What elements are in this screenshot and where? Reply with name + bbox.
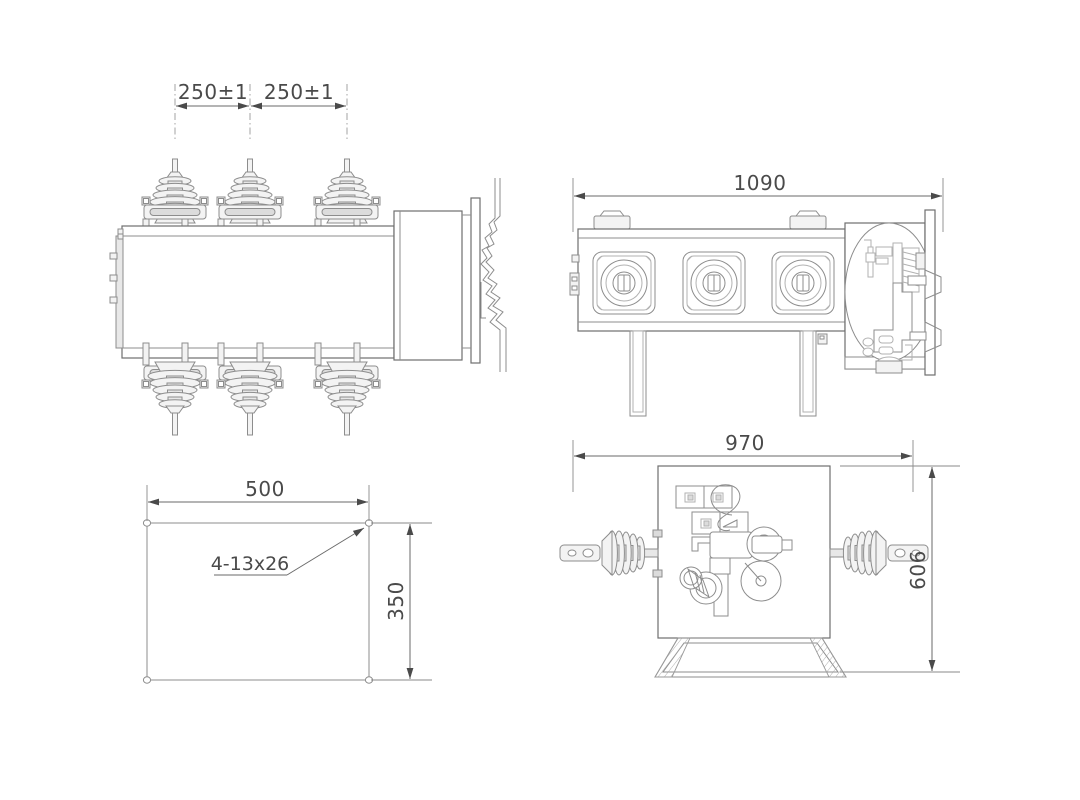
- insulator-bottom-phase-2: [216, 361, 284, 436]
- side-insulator-left: [559, 529, 663, 578]
- hole-callout-leader: [214, 527, 365, 576]
- mechanism-extension-box: [393, 210, 463, 361]
- plan-top-lugs: [593, 210, 827, 230]
- plan-view: [569, 178, 944, 417]
- bushing-port-2: [682, 251, 746, 315]
- support-leg-right: [799, 330, 817, 417]
- insulator-top-phase-1: [141, 158, 209, 224]
- housing-side-plate: [907, 209, 942, 376]
- dimension-label-plate-height: 350: [384, 581, 408, 621]
- dimension-phase-spacing: [174, 84, 348, 140]
- side-elevation-view: [559, 440, 960, 678]
- dimension-label-side-height: 606: [906, 550, 930, 590]
- insulator-top-phase-2: [216, 158, 284, 224]
- hole-callout-label: 4-13x26: [211, 553, 290, 575]
- dimension-plate-height: [371, 522, 432, 681]
- side-mechanism-block: [691, 526, 793, 617]
- front-elevation-view: [109, 84, 507, 436]
- dimension-label-plate-width: 500: [245, 477, 285, 501]
- dimension-label-side-width: 970: [725, 431, 765, 455]
- crank-arm-linkage: [679, 566, 723, 605]
- insulator-bottom-phase-3: [313, 361, 381, 436]
- label-plate-group: [675, 485, 749, 535]
- mechanism-profile-outline: [480, 178, 507, 372]
- mounting-holes: [142, 519, 374, 684]
- dimension-overall-length: [572, 178, 944, 232]
- dimension-plate-width: [146, 485, 370, 521]
- dimension-side-height: [840, 465, 960, 673]
- bushing-port-1: [592, 251, 656, 315]
- mechanism-housing: [844, 222, 934, 374]
- dimension-label-overall-length: 1090: [734, 171, 787, 195]
- dimension-label-phase-spacing-left: 250±1: [178, 80, 248, 104]
- mounting-flange-plate: [462, 197, 481, 364]
- leg-bracket: [817, 333, 828, 345]
- base-mounting-plate-view: [142, 485, 432, 684]
- support-leg-left: [629, 330, 647, 417]
- insulator-bottom-phase-1: [141, 361, 209, 436]
- insulator-top-phase-3: [313, 158, 381, 224]
- operating-loop: [710, 484, 741, 532]
- dimension-label-phase-spacing-right: 250±1: [264, 80, 334, 104]
- tank-body: [109, 225, 395, 359]
- bushing-port-3: [771, 251, 835, 315]
- base-frame: [654, 637, 847, 678]
